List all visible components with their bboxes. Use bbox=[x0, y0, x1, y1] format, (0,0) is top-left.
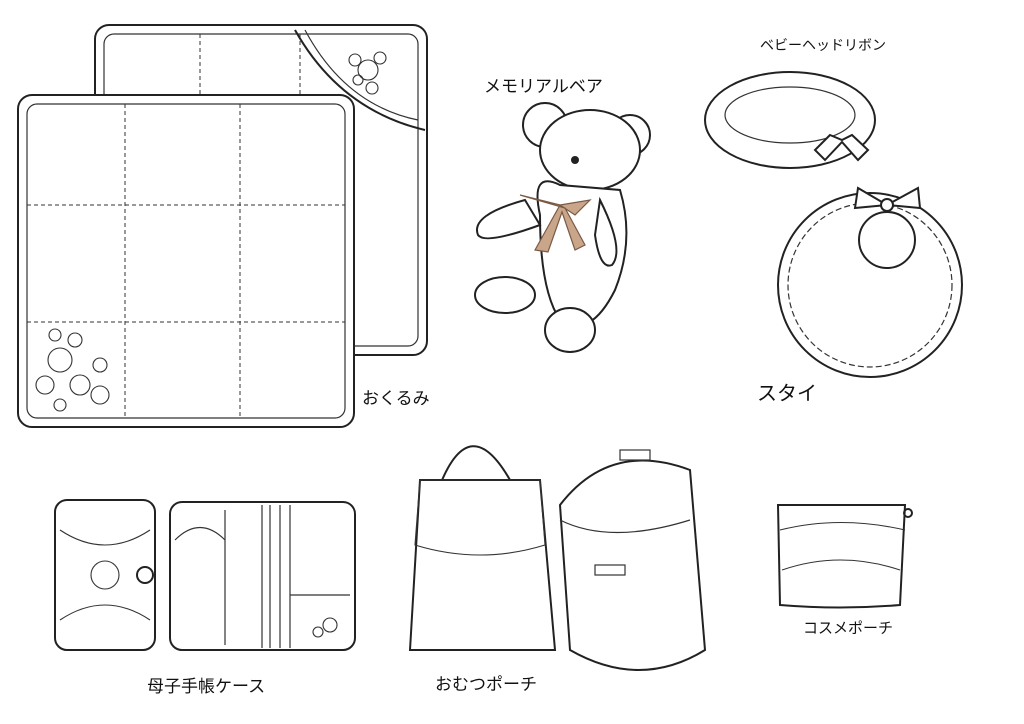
memorial-bear-label: メモリアルベア bbox=[484, 77, 603, 97]
boshi-techo-case-illustration bbox=[54, 499, 356, 651]
baby-head-ribbon-illustration bbox=[704, 71, 876, 169]
omutsu-pouch-illustration bbox=[408, 445, 707, 671]
okurumi-illustration bbox=[17, 24, 428, 428]
baby-head-ribbon-label: ベビーヘッドリボン bbox=[760, 38, 886, 54]
omutsu-pouch-label: おむつポーチ bbox=[435, 675, 537, 695]
cosme-pouch-illustration bbox=[776, 504, 913, 609]
boshi-techo-case-label: 母子手帳ケース bbox=[147, 677, 266, 697]
stai-illustration bbox=[777, 186, 963, 378]
okurumi-label: おくるみ bbox=[362, 389, 430, 409]
memorial-bear-illustration bbox=[474, 102, 651, 353]
cosme-pouch-label: コスメポーチ bbox=[803, 619, 894, 637]
stai-label: スタイ bbox=[757, 381, 817, 405]
